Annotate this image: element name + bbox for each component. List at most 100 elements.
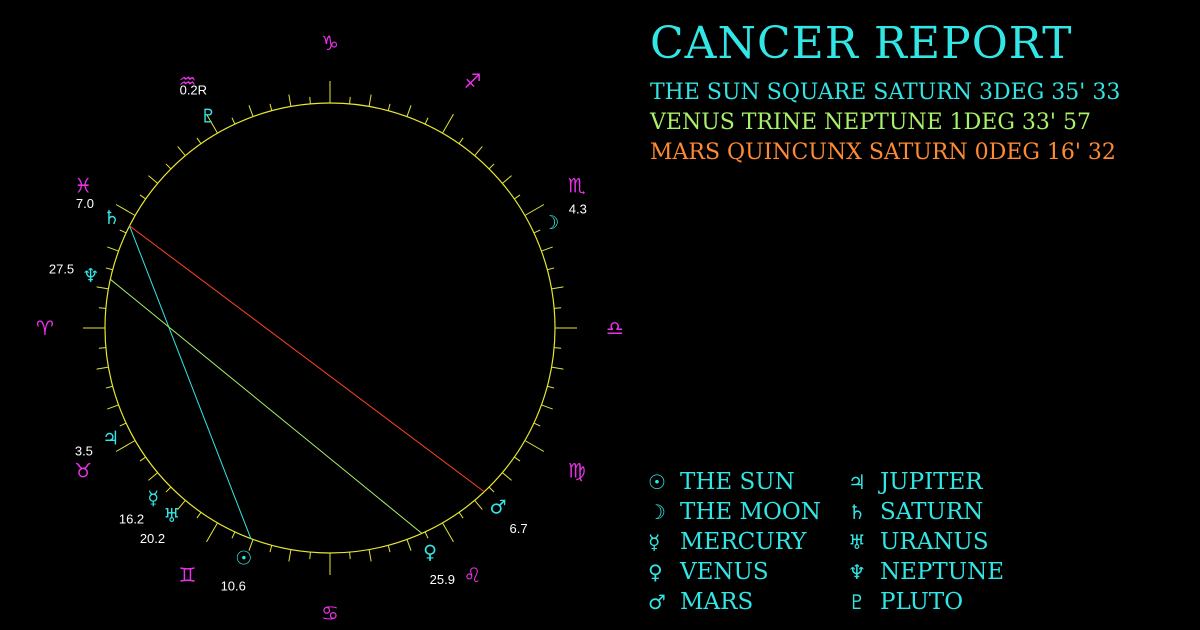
- wheel-tick: [231, 531, 236, 539]
- saturn-icon: ♄: [848, 500, 866, 524]
- planet-saturn-icon: ♄: [103, 207, 120, 229]
- planet-moon-degree: 4.3: [569, 202, 587, 217]
- wheel-tick: [309, 96, 311, 104]
- sign-gemini-icon: ♊: [179, 563, 197, 587]
- planet-venus-degree: 25.9: [430, 572, 455, 587]
- legend-label: URANUS: [880, 529, 989, 555]
- wheel-tick: [547, 385, 555, 389]
- legend-label: SATURN: [880, 499, 984, 525]
- aspect-line-sun-square-saturn: THE SUN SQUARE SATURN 3DEG 35' 33: [650, 80, 1121, 105]
- wheel-tick: [474, 146, 483, 156]
- wheel-tick: [115, 204, 136, 216]
- mars-icon: ♂: [648, 590, 666, 614]
- wheel-tick: [554, 347, 562, 349]
- planet-mars-icon: ♂: [490, 496, 507, 518]
- aspect-line-mars-saturn: [129, 225, 485, 493]
- legend-label: NEPTUNE: [880, 559, 1005, 585]
- wheel-tick: [139, 456, 146, 462]
- wheel-tick: [406, 105, 412, 117]
- legend-item-neptune: ♆ NEPTUNE: [848, 557, 1048, 587]
- wheel-tick: [533, 422, 541, 427]
- wheel-tick: [288, 549, 292, 562]
- legend-label: THE SUN: [680, 469, 795, 495]
- sign-taurus-icon: ♉: [74, 459, 92, 483]
- sign-cancer-icon: ♋: [321, 601, 339, 625]
- aspect-line-venus-trine-neptune: VENUS TRINE NEPTUNE 1DEG 33' 57: [650, 110, 1091, 135]
- wheel-tick: [387, 103, 391, 111]
- wheel-tick: [488, 486, 495, 493]
- aspect-list: THE SUN SQUARE SATURN 3DEG 35' 33 VENUS …: [650, 78, 1120, 168]
- planet-uranus-degree: 20.2: [140, 531, 165, 546]
- planet-pluto-icon: ♇: [200, 105, 217, 127]
- wheel-tick: [368, 94, 372, 107]
- sign-sagittarius-icon: ♐: [464, 69, 482, 93]
- wheel-tick: [96, 286, 109, 290]
- legend-label: VENUS: [680, 559, 769, 585]
- legend-item-pluto: ♇ PLUTO: [848, 587, 1048, 617]
- astrology-wheel: ♋♌♍♎♏♐♑♒♓♈♉♊☉10.6☽4.3☿16.2♀25.9♂6.7♃3.5♄…: [36, 31, 624, 625]
- uranus-icon: ♅: [848, 530, 866, 554]
- wheel-tick: [524, 204, 545, 216]
- wheel-tick: [96, 366, 109, 370]
- legend-label: THE MOON: [680, 499, 821, 525]
- planet-saturn-degree: 7.0: [76, 196, 94, 211]
- wheel-tick: [458, 512, 464, 519]
- wheel-tick: [514, 456, 521, 462]
- legend-item-moon: ☽THE MOON: [648, 497, 848, 527]
- wheel-tick: [248, 539, 254, 551]
- planet-neptune-degree: 27.5: [49, 261, 74, 276]
- sign-pisces-icon: ♓: [74, 174, 92, 198]
- sign-leo-icon: ♌: [464, 563, 482, 587]
- wheel-tick: [502, 472, 512, 481]
- planet-sun-icon: ☉: [235, 547, 252, 569]
- wheel-tick: [524, 440, 545, 452]
- sign-libra-icon: ♎: [606, 316, 624, 340]
- wheel-tick: [551, 286, 564, 290]
- legend-item-venus: ♀ VENUS: [648, 557, 848, 587]
- legend-label: JUPITER: [880, 469, 983, 495]
- wheel-tick: [424, 117, 429, 125]
- wheel-tick: [406, 539, 412, 551]
- wheel-tick: [442, 113, 454, 134]
- legend-item-jupiter: ♃JUPITER: [848, 467, 1048, 497]
- wheel-tick: [165, 486, 172, 493]
- planet-neptune-icon: ♆: [82, 265, 99, 287]
- wheel-tick: [502, 175, 512, 184]
- planet-pluto-degree: 0.2R: [180, 82, 207, 97]
- wheel-tick: [514, 194, 521, 200]
- wheel-tick: [107, 404, 119, 410]
- legend-item-uranus: ♅ URANUS: [848, 527, 1048, 557]
- wheel-tick: [488, 163, 495, 170]
- sign-virgo-icon: ♍: [568, 459, 586, 483]
- wheel-tick: [105, 385, 113, 389]
- wheel-tick: [206, 522, 218, 543]
- legend-label: PLUTO: [880, 589, 964, 615]
- wheel-tick: [148, 175, 158, 184]
- planet-mercury-icon: ☿: [147, 488, 159, 510]
- venus-icon: ♀: [648, 560, 663, 584]
- sign-aries-icon: ♈: [36, 316, 54, 340]
- planet-mars-degree: 6.7: [510, 521, 528, 536]
- wheel-tick: [368, 549, 372, 562]
- wheel-tick: [177, 500, 186, 510]
- wheel-tick: [541, 404, 553, 410]
- wheel-tick: [206, 113, 218, 134]
- wheel-tick: [269, 103, 273, 111]
- pluto-icon: ♇: [848, 590, 866, 614]
- neptune-icon: ♆: [848, 560, 866, 584]
- wheel-tick: [541, 246, 553, 252]
- mercury-icon: ☿: [648, 530, 661, 554]
- wheel-tick: [547, 267, 555, 271]
- wheel-tick: [551, 366, 564, 370]
- wheel-tick: [231, 117, 236, 125]
- sign-scorpio-icon: ♏: [568, 174, 586, 198]
- sign-aquarius-icon: ♒: [179, 69, 197, 93]
- sign-capricorn-icon: ♑: [321, 31, 339, 55]
- planet-sun-degree: 10.6: [221, 578, 246, 593]
- wheel-tick: [269, 545, 273, 553]
- legend-item-mars: ♂MARS: [648, 587, 848, 617]
- legend-item-saturn: ♄ SATURN: [848, 497, 1048, 527]
- wheel-tick: [288, 94, 292, 107]
- wheel-tick: [309, 552, 311, 560]
- wheel-tick: [554, 307, 562, 309]
